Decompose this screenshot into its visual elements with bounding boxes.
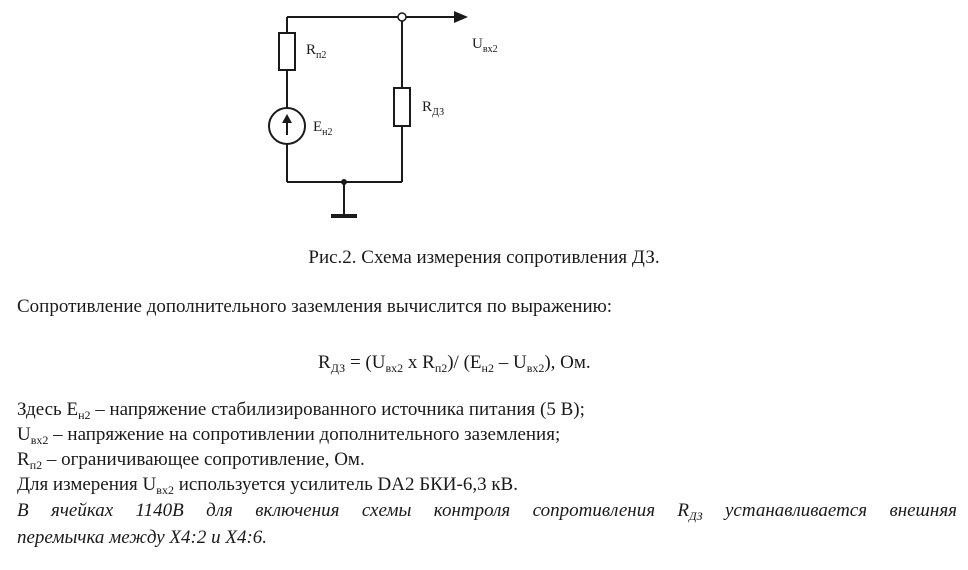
source-arrow-head	[282, 114, 292, 123]
output-arrow-head	[454, 11, 468, 23]
label-e-n2: Eн2	[313, 119, 333, 138]
label-r-p2: Rп2	[306, 42, 326, 61]
italic-note-line-2: перемычка между Х4:2 и Х4:6.	[17, 527, 268, 548]
definition-e-n2: Здесь Eн2 – напряжение стабилизированног…	[17, 399, 585, 422]
resistor-r-p2	[278, 32, 296, 71]
junction-dot	[341, 179, 347, 185]
italic-note: В ячейках 1140В для включения схемы конт…	[17, 498, 957, 550]
definition-r-p2: Rп2 – ограничивающее сопротивление, Ом.	[17, 449, 365, 472]
definition-amplifier: Для измерения Uвх2 используется усилител…	[17, 474, 518, 497]
circuit-diagram: Rп2 Eн2 RДЗ Uвх2	[268, 11, 498, 218]
resistor-r-dz	[393, 87, 411, 127]
definition-u-vx2: Uвх2 – напряжение на сопротивлении допол…	[17, 424, 561, 447]
formula-lhs: R	[318, 352, 331, 373]
output-terminal	[397, 12, 407, 22]
intro-paragraph: Сопротивление дополнительного заземления…	[17, 296, 613, 317]
figure-caption: Рис.2. Схема измерения сопротивления ДЗ.	[308, 247, 660, 268]
label-r-dz: RДЗ	[422, 99, 444, 118]
italic-note-line-1: В ячейках 1140В для включения схемы конт…	[17, 500, 957, 523]
formula: RДЗ = (Uвх2 х Rп2)/ (Eн2 – Uвх2), Ом.	[318, 352, 591, 375]
label-u-vx2: Uвх2	[472, 36, 498, 55]
